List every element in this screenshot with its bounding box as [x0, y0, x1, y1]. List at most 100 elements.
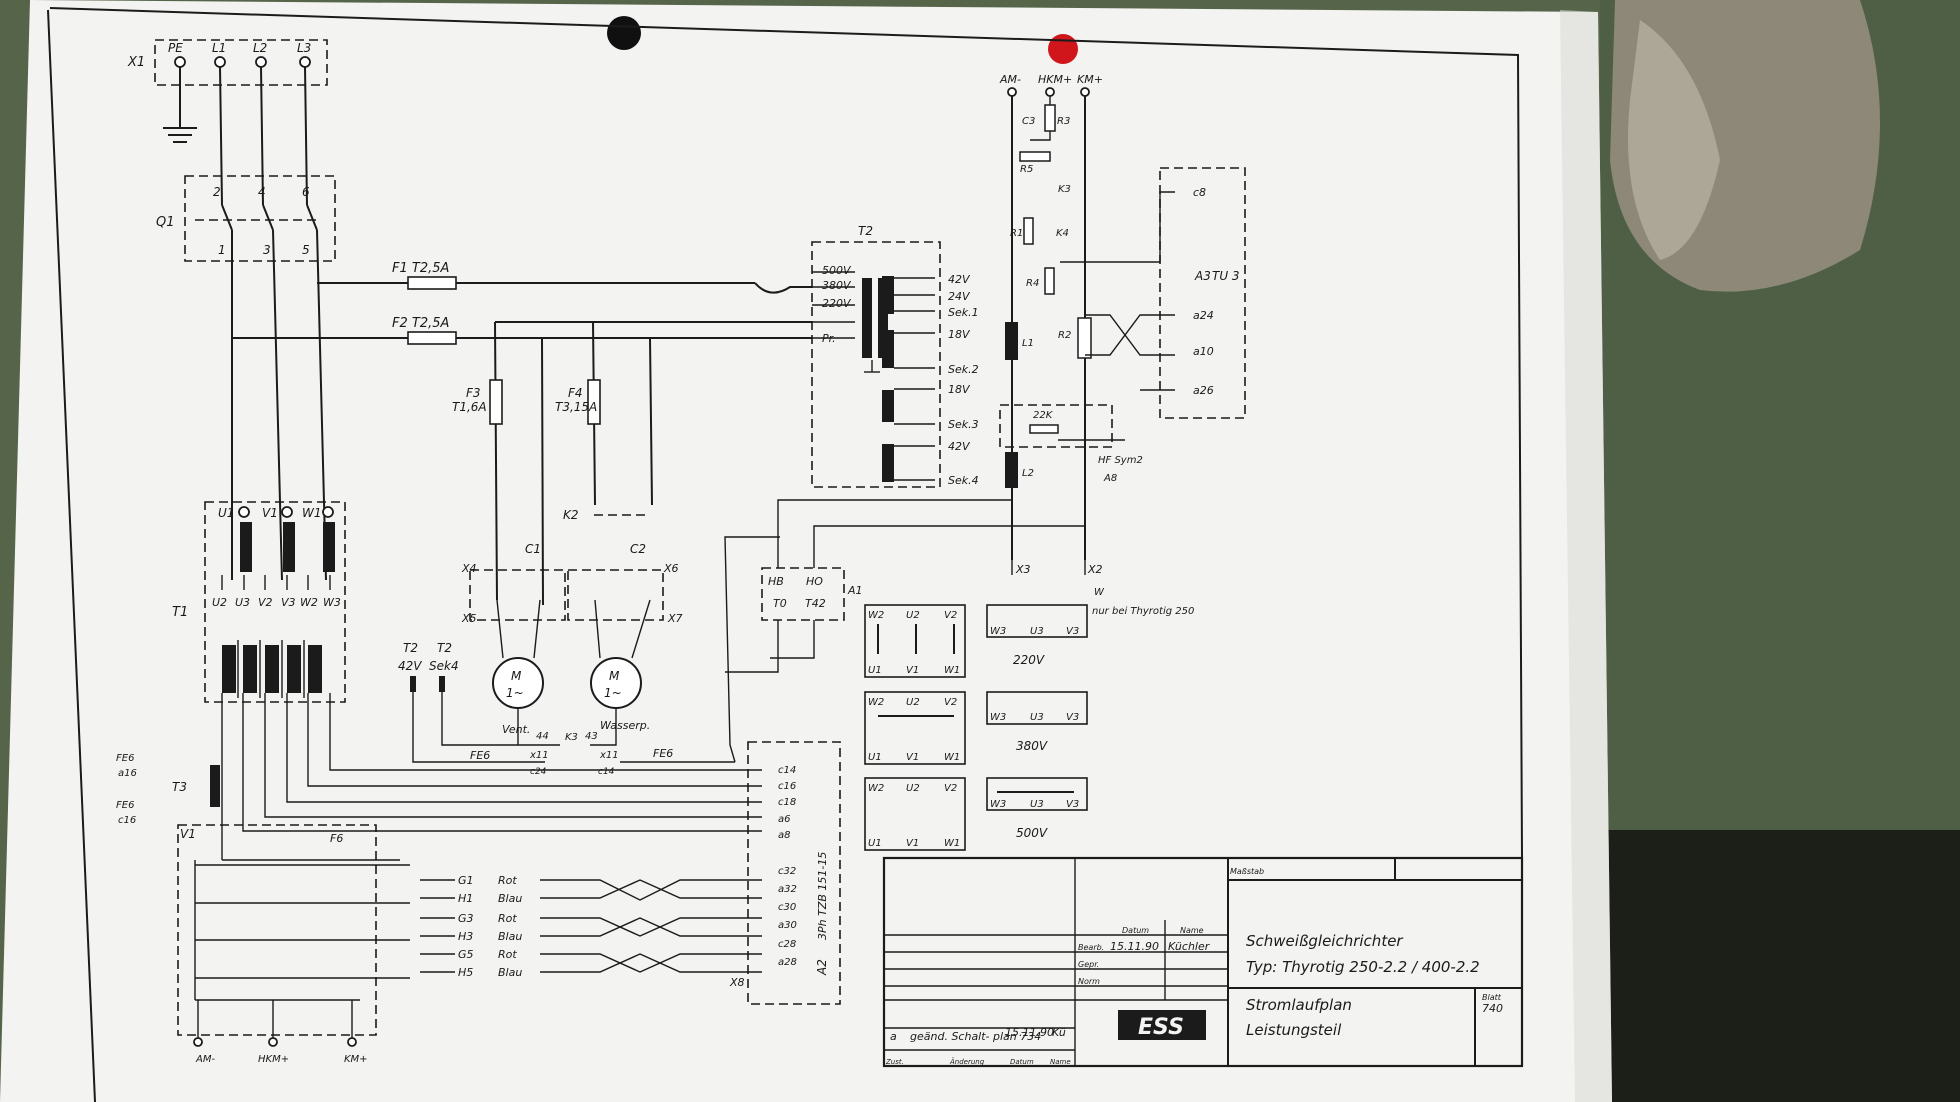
a1-ho: HO [806, 575, 823, 588]
w380-bot-v1: V1 [906, 752, 919, 763]
tb-bearb-date: 15.11.90 [1110, 940, 1159, 953]
fuse-f2-label: F2 T2,5A [392, 316, 449, 331]
r5-label: R5 [1020, 164, 1033, 175]
t1-v2: V2 [258, 596, 273, 609]
w500-alt-w3: W3 [990, 799, 1006, 810]
gate-g3: G3 Rot [420, 912, 762, 937]
w220-label: 220V [1013, 653, 1045, 667]
x11-c24: c24 [530, 767, 547, 777]
t1-v1: V1 [262, 506, 278, 520]
frame-left [47, 9, 96, 1102]
a2-pin-c18: c18 [778, 797, 796, 808]
desk-shadow [1600, 830, 1960, 1102]
wiring-table-500: W2 U2 V2 U1 V1 W1 W3 U3 V3 500V [864, 777, 1088, 851]
a8-label: A8 [1103, 473, 1117, 484]
w220-alt-w3: W3 [990, 626, 1006, 637]
fuse-f3 [489, 379, 503, 425]
fuse-f4-name: F4 [568, 386, 583, 400]
paper-sheet [0, 0, 1612, 1102]
tb-rev-text: geänd. Schalt- plan 734 [910, 1030, 1041, 1043]
gate-g3-color: Rot [498, 912, 517, 925]
gate-g5-id: G5 [458, 948, 474, 961]
q1-label: Q1 [156, 215, 175, 230]
a2-pin-c16: c16 [778, 781, 796, 792]
a2-pin-c28: c28 [778, 939, 796, 950]
a3-pin-a10: a10 [1193, 345, 1214, 358]
w220-top-v2: V2 [944, 610, 957, 621]
x11-b: x11 [599, 750, 619, 761]
q1-top-2: 2 [213, 185, 221, 199]
t3-label: T3 [172, 780, 187, 794]
w500-top-v2: V2 [944, 783, 957, 794]
q1-bot-5: 5 [302, 243, 310, 257]
q1-top-4: 4 [258, 185, 266, 199]
v1-label: V1 [180, 827, 196, 841]
t1-u1: U1 [218, 506, 234, 520]
bottom-km: KM+ [344, 1054, 368, 1065]
tb-rev-a: a [890, 1030, 897, 1043]
w380-top-w2: W2 [868, 697, 884, 708]
tb-title: Schweißgleichrichter [1246, 932, 1403, 950]
t2-sec-sek3: Sek.3 [948, 418, 979, 431]
x1-l2: L2 [253, 41, 267, 55]
fuse-f4 [587, 379, 601, 425]
x1-pe: PE [168, 41, 183, 55]
x11-a: x11 [529, 750, 549, 761]
ess-logo [1118, 1010, 1206, 1040]
w380-alt-w3: W3 [990, 712, 1006, 723]
ess-logo-text: ESS [1138, 1015, 1184, 1040]
tb-bearb-name: Küchler [1168, 940, 1211, 953]
motor-vent-phase: 1~ [506, 686, 524, 700]
tb-doc1: Stromlaufplan [1246, 996, 1352, 1014]
t1-u3: U3 [235, 596, 250, 609]
frame-top-right [49, 7, 1523, 859]
t1-label: T1 [172, 605, 188, 620]
x11-c14: c14 [598, 767, 615, 777]
x4-label: X4 [461, 562, 477, 575]
r22k-label: 22K [1033, 410, 1054, 421]
punch-hole [607, 16, 641, 50]
wiring-table-220: W2 U2 V2 U1 V1 W1 W3 U3 V3 nur bei Thyro… [864, 604, 1194, 678]
x7-label: X7 [667, 612, 683, 625]
transformer-t2: T2 500V 380V 220V Pr. 42V 24V Sek.1 18V … [811, 224, 979, 488]
w220-alt-v3: V3 [1066, 626, 1079, 637]
gate-h5-id: H5 [458, 966, 473, 979]
t1-secondary-wires [221, 693, 762, 861]
a2-pin-a8: a8 [778, 830, 791, 841]
a1-label: A1 [847, 584, 863, 597]
l1-label: L1 [1022, 338, 1034, 349]
motor-pump [590, 657, 642, 709]
tap-right-value: Sek4 [429, 659, 459, 673]
fe6-a16-name: FE6 [116, 753, 134, 764]
fe6-line-b: FE6 [653, 747, 673, 760]
t2-taps: T2 42V T2 Sek4 FE6 FE6 [398, 536, 780, 763]
a2-pin-a30: a30 [778, 920, 797, 931]
a2-pin-c14: c14 [778, 765, 796, 776]
t2-pri-220: 220V [822, 297, 852, 310]
out-am-label: AM- [999, 73, 1021, 86]
q1-bot-1: 1 [218, 243, 226, 257]
fe6-c16-name: FE6 [116, 800, 134, 811]
x2-label: X2 [1087, 563, 1103, 576]
w380-bot-w1: W1 [944, 752, 960, 763]
w500-bot-w1: W1 [944, 838, 960, 849]
a2-pin-c30: c30 [778, 902, 796, 913]
t2-pri-380: 380V [822, 279, 852, 292]
tb-datum2: Datum [1010, 1058, 1034, 1066]
k2-label: K2 [563, 508, 579, 522]
q1-top-6: 6 [302, 185, 310, 199]
t2-sec-sek4: Sek.4 [948, 474, 979, 487]
tb-zust: Zust. [885, 1058, 904, 1066]
w-label: W [1094, 587, 1105, 598]
l2-label: L2 [1022, 468, 1034, 479]
tb-datum-header: Datum [1122, 926, 1149, 935]
tap-left-name: T2 [403, 641, 418, 655]
w220-top-u2: U2 [906, 610, 920, 621]
x5-label: X5 [461, 612, 477, 625]
fuse-f3-name: F3 [466, 386, 481, 400]
w500-alt-v3: V3 [1066, 799, 1079, 810]
fuse-f2 [407, 331, 457, 345]
w500-alt-u3: U3 [1030, 799, 1044, 810]
fuse-f1 [407, 276, 457, 290]
tap-left-value: 42V [398, 659, 422, 673]
